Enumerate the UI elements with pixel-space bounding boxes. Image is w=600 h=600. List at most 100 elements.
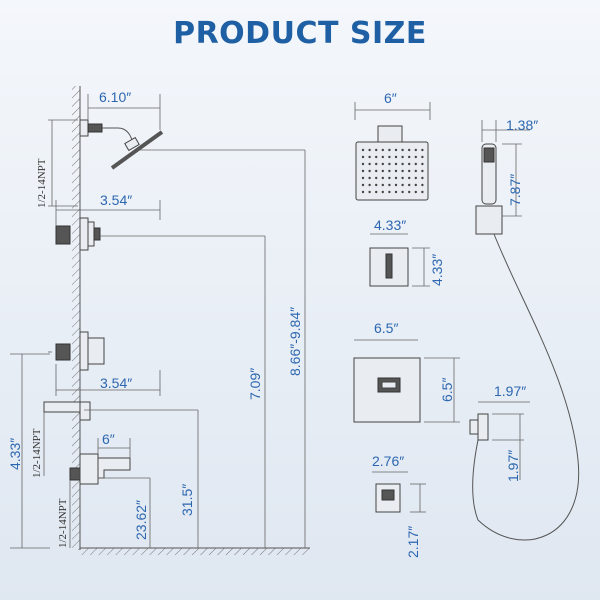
shower-head-part: 6″ [354,90,431,201]
nozzle-dot [361,176,365,180]
dim-label-holder-width: 2.76″ [372,453,404,469]
nozzle-dot [381,162,384,166]
dim-head-height: 8.66″-9.84″ [287,150,306,548]
nozzle-dot [401,169,404,173]
nozzle-dot [421,176,424,180]
valve-top [55,217,265,251]
nozzle-dot [388,183,391,187]
dim-label-handheld-width: 1.38″ [506,117,538,133]
dim-label-handheld-length: 7.87″ [507,174,523,206]
nozzle-dot [361,162,365,166]
nozzle-dot [414,183,417,187]
nozzle-dot [381,169,384,173]
nozzle-dot [408,162,411,166]
nozzle-dot [381,190,384,194]
dim-spout-to-valve: 4.33″ [7,353,50,549]
dim-label-head-height: 8.66″-9.84″ [287,307,303,376]
dim-label-spout-height: 31.5″ [179,484,195,516]
dim-label-trim-plate-width: 6.5″ [374,320,398,336]
nozzle-dot [394,183,398,187]
nozzle-dot [421,183,424,187]
nozzle-dot [361,148,365,152]
dim-spout-length: 6″ [97,431,131,458]
dim-label-handle-plate-height: 4.33″ [429,254,445,286]
nozzle-dot [394,169,398,173]
nozzle-dot [368,183,371,187]
nozzle-dot [381,176,384,180]
nozzle-dot [414,162,417,166]
dim-label-holder-height: 2.17″ [405,526,421,558]
nozzle-dot [421,162,424,166]
nozzle-dot [375,176,378,180]
nozzle-dot [368,176,371,180]
nozzle-dot [375,169,378,173]
nozzle-dot [414,190,417,194]
nozzle-dot [421,155,424,159]
nozzle-dot [401,162,404,166]
handle-plate-part: 4.33″ 4.33″ [369,217,445,287]
npt-upper-group: 1/2-14NPT [36,119,78,208]
nozzle-dot [361,169,365,173]
valve-bottom [48,331,105,371]
nozzle-dot [361,155,365,159]
nozzle-dot [388,162,391,166]
nozzle-dot [375,183,378,187]
dim-label-spout-floor: 23.62″ [133,500,149,540]
nozzle-dot [388,169,391,173]
nozzle-dot [368,155,371,159]
nozzle-dot [414,169,417,173]
nozzle-dot [408,148,411,152]
dim-label-elbow-width: 1.97″ [494,383,526,399]
nozzle-dot [408,190,411,194]
handheld-shower-part: 1.38″ 7.87″ [472,117,580,541]
nozzle-dot [421,169,424,173]
npt-middle-group: 1/2-14NPT [31,412,45,478]
npt-lower-group: 1/2-14NPT [57,480,71,548]
dim-label-elbow-height: 1.97″ [505,450,521,482]
dim-label-handle-plate-width: 4.33″ [374,217,406,233]
nozzle-dot [368,169,371,173]
nozzle-dot [388,176,391,180]
nozzle-dot [375,148,378,152]
nozzle-dot [394,155,398,159]
nozzle-dot [368,190,371,194]
nozzle-dot [408,183,411,187]
nozzle-dot [401,155,404,159]
nozzle-dot [375,155,378,159]
trim-plate-part: 6.5″ 6.5″ [353,320,460,423]
nozzle-dot [375,190,378,194]
nozzle-dot [361,190,365,194]
nozzle-dot [408,176,411,180]
npt-label-upper: 1/2-14NPT [36,158,48,208]
dim-spout-floor: 23.62″ [133,478,151,548]
nozzle-dot [388,190,391,194]
nozzle-dot [381,148,384,152]
dim-label-trim-plate-height: 6.5″ [439,378,455,402]
dim-label-valve-top: 3.54″ [100,192,132,208]
nozzle-dot [421,190,424,194]
nozzle-dot [368,162,371,166]
nozzle-dot [401,183,404,187]
dim-valve-bottom: 3.54″ [55,364,161,396]
npt-label-lower: 1/2-14NPT [57,498,69,548]
nozzle-dot [421,148,424,152]
nozzle-dot [368,148,371,152]
dim-label-spout-to-valve: 4.33″ [7,438,23,470]
dim-label-shower-arm: 6.10″ [99,89,131,105]
dim-shower-arm: 6.10″ [87,89,161,130]
dim-label-valve-bottom: 3.54″ [100,375,132,391]
dim-label-valve-height: 7.09″ [247,368,263,400]
nozzle-dot [388,148,391,152]
holder-part: 2.76″ 2.17″ [372,453,426,558]
dim-label-head-width: 6″ [384,90,397,106]
dim-spout-height: 31.5″ [84,409,199,548]
nozzle-dot [394,190,398,194]
nozzle-dot [414,148,417,152]
nozzle-dot [361,183,365,187]
nozzle-dot [394,176,398,180]
dim-valve-top: 3.54″ [55,192,161,226]
npt-label-middle: 1/2-14NPT [31,428,43,478]
nozzle-dot [381,183,384,187]
